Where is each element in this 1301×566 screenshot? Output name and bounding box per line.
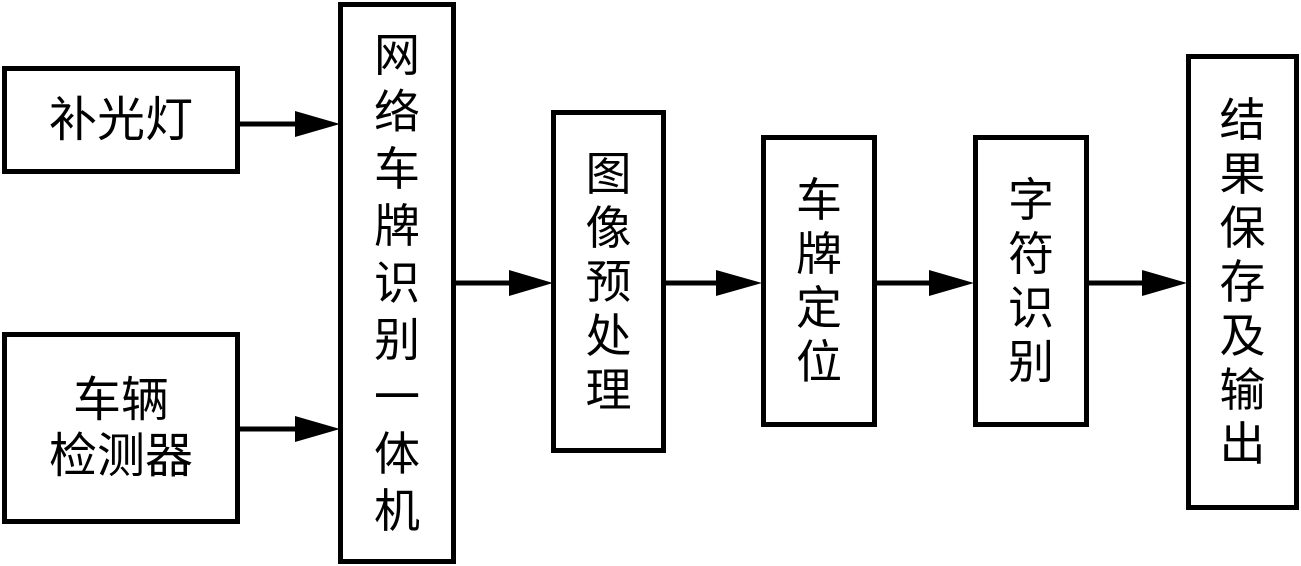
node-plate-localization: 车牌定位 xyxy=(761,135,877,427)
node-label: 字符识别 xyxy=(1008,173,1054,389)
arrowhead-icon xyxy=(716,270,762,296)
edge-image-preprocessing-to-plate-localization xyxy=(664,270,762,296)
node-label: 车辆 检测器 xyxy=(48,372,193,484)
arrowhead-icon xyxy=(509,270,553,296)
node-fill-light: 补光灯 xyxy=(2,66,240,174)
arrowhead-icon xyxy=(295,416,340,442)
arrowhead-icon xyxy=(1142,270,1187,296)
node-label: 车牌定位 xyxy=(796,173,842,389)
arrowhead-icon xyxy=(929,270,974,296)
node-vehicle-detector: 车辆 检测器 xyxy=(2,332,240,524)
node-label: 补光灯 xyxy=(48,92,193,148)
arrowhead-icon xyxy=(295,111,340,137)
edge-vehicle-detector-to-lpr-unit xyxy=(237,416,340,442)
node-lpr-unit: 网络车牌识别一体机 xyxy=(338,2,456,564)
node-character-recognition: 字符识别 xyxy=(973,135,1089,427)
edge-plate-localization-to-character-recognition xyxy=(874,270,974,296)
node-result-save-output: 结果保存及输出 xyxy=(1186,54,1299,510)
node-label: 网络车牌识别一体机 xyxy=(374,27,420,538)
edge-lpr-unit-to-image-preprocessing xyxy=(454,270,553,296)
node-label: 图像预处理 xyxy=(585,146,632,417)
node-image-preprocessing: 图像预处理 xyxy=(551,110,666,453)
edge-character-recognition-to-result-save-output xyxy=(1086,270,1187,296)
edge-fill-light-to-lpr-unit xyxy=(237,111,340,137)
node-label: 结果保存及输出 xyxy=(1219,93,1266,471)
